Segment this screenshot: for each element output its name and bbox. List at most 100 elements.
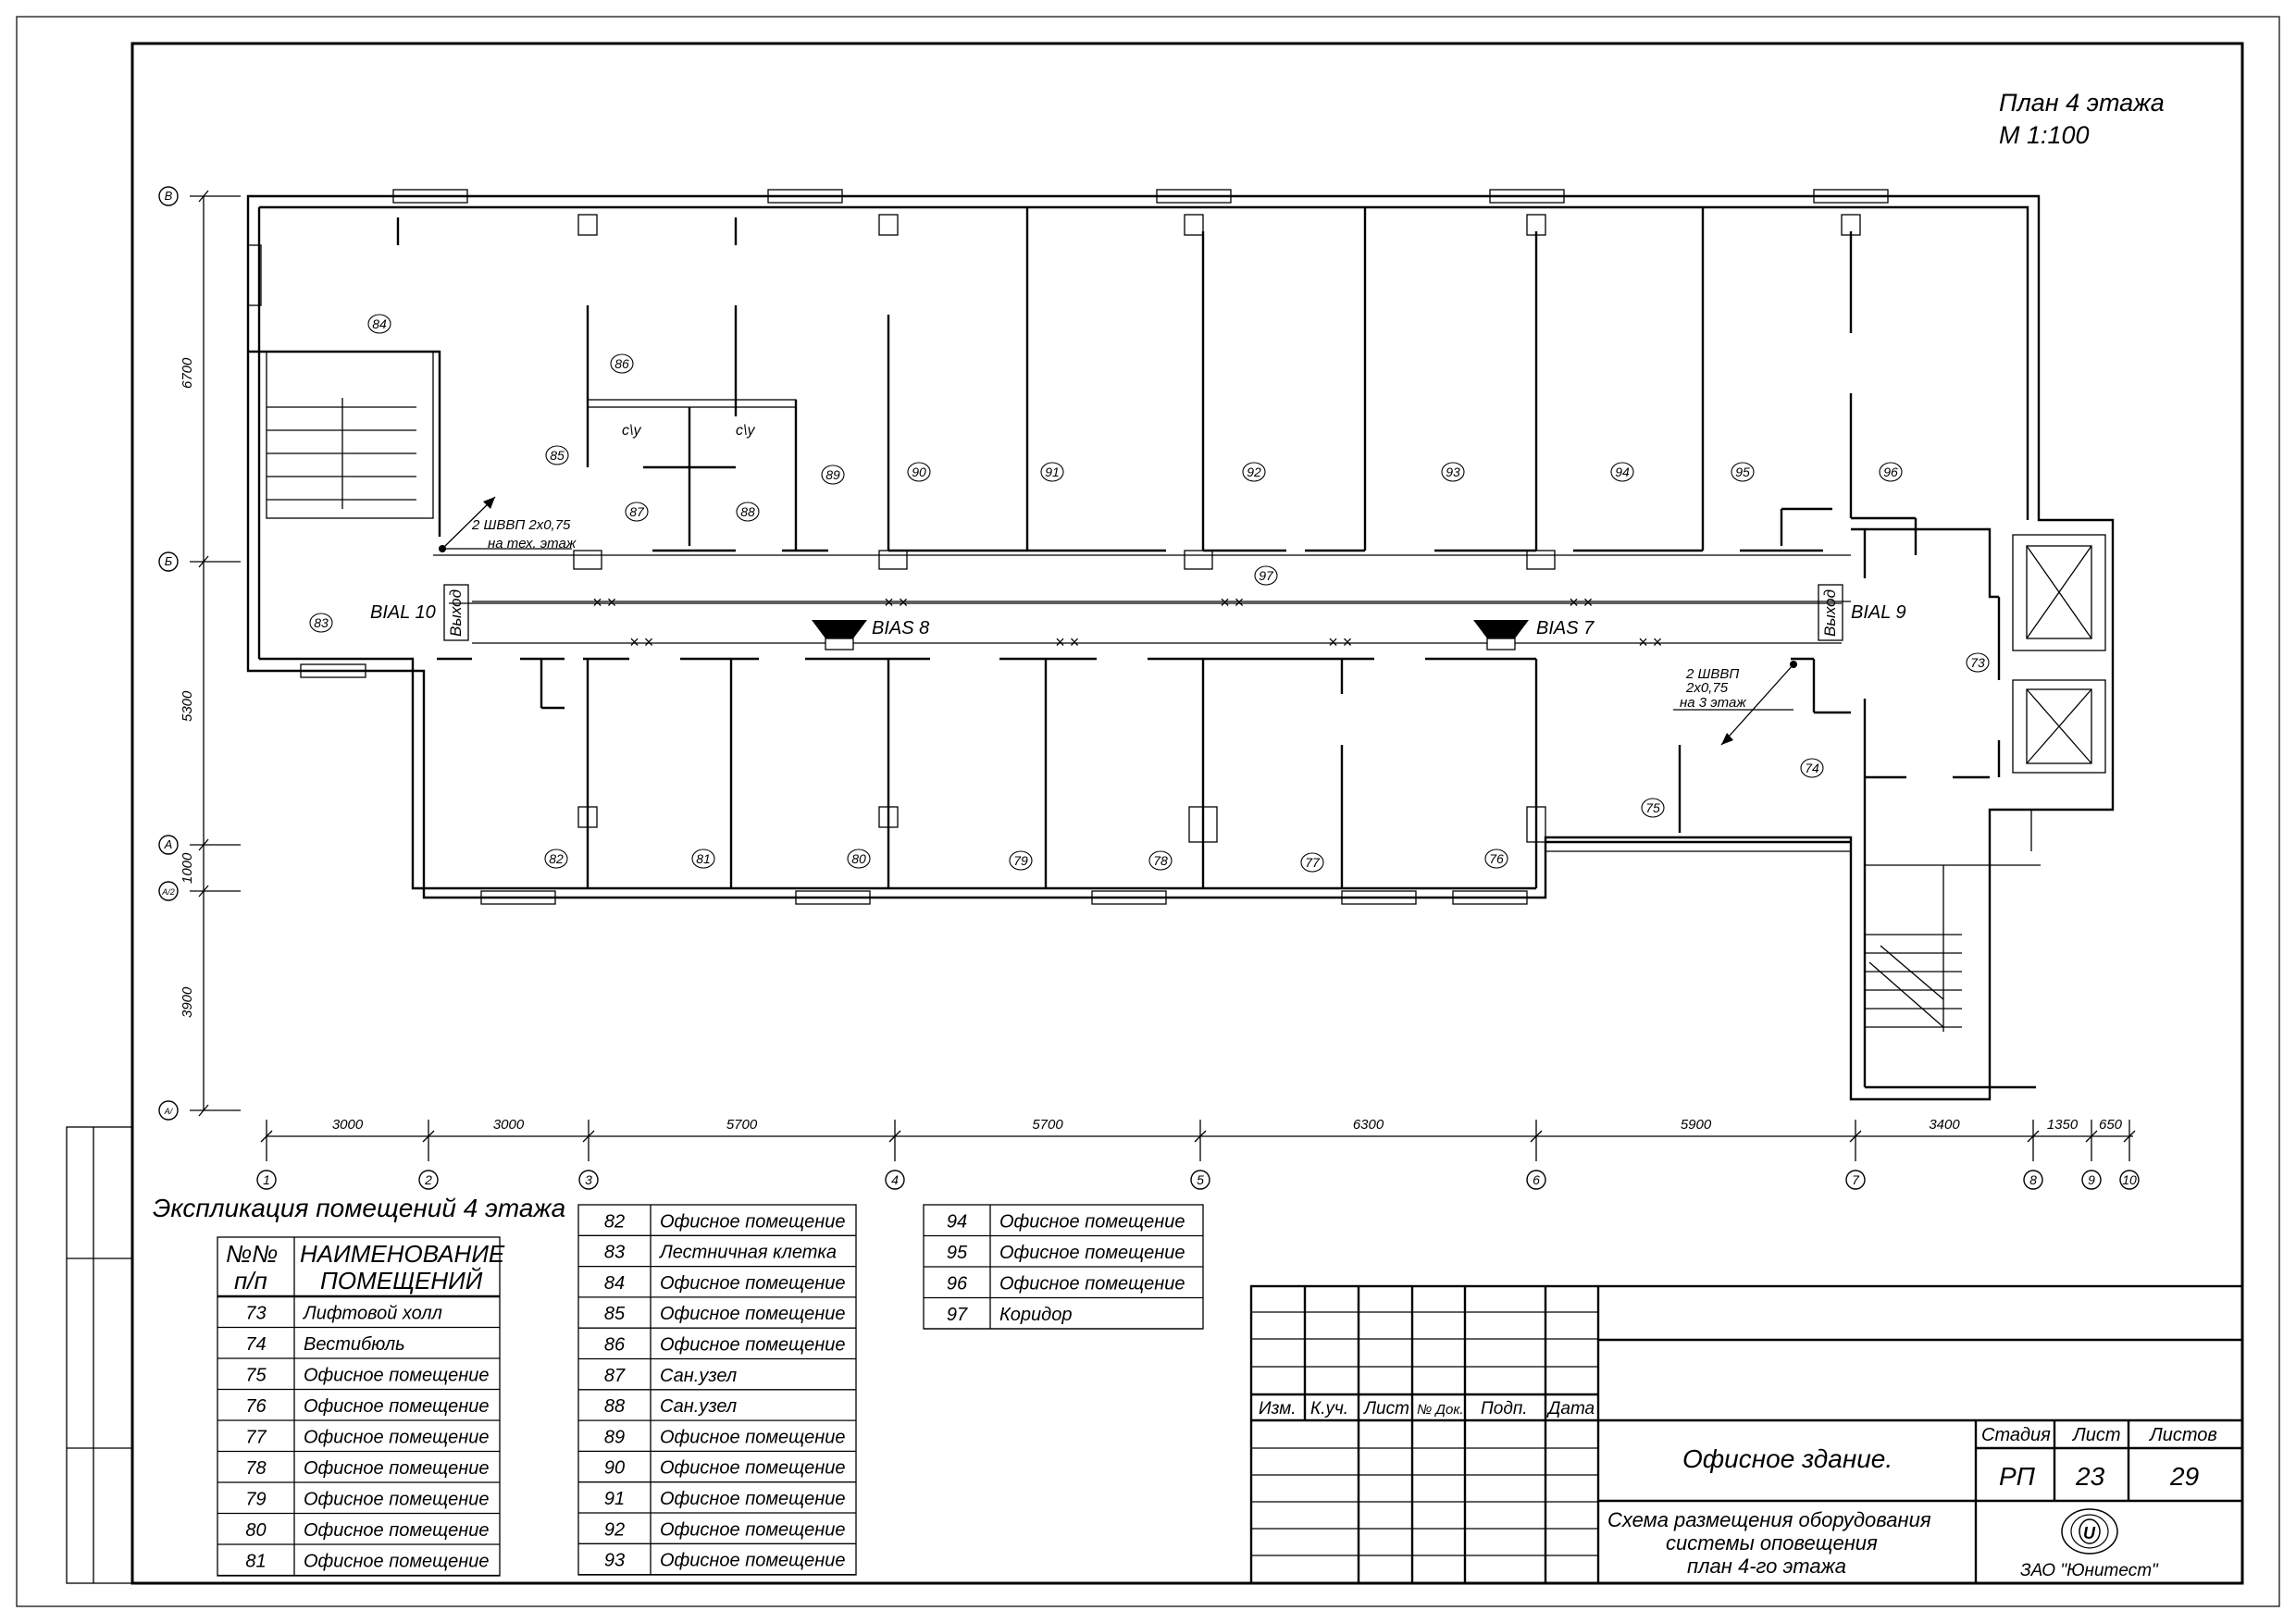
dim-h-8: 1350 bbox=[2047, 1117, 2079, 1133]
room-marker bbox=[691, 849, 715, 869]
exit-sign-bial9: Выход bbox=[1818, 584, 1843, 641]
stamp-h-podp: Подп. bbox=[1481, 1399, 1528, 1419]
stamp-stage: РП bbox=[1999, 1462, 2036, 1491]
room-number: 90 bbox=[912, 465, 926, 479]
hdr-name1: НАИМЕНОВАНИЕ bbox=[300, 1240, 505, 1268]
explication-name: Офисное помещение bbox=[660, 1519, 846, 1540]
room-marker bbox=[1040, 462, 1064, 482]
explication-num: 90 bbox=[604, 1458, 625, 1479]
room-marker bbox=[736, 502, 760, 522]
exit-label-right: Выход bbox=[1821, 589, 1839, 637]
stair-83 bbox=[248, 350, 441, 537]
explication-num: 96 bbox=[947, 1274, 968, 1295]
room-number: 92 bbox=[1247, 465, 1261, 479]
dim-v-2: 5300 bbox=[180, 690, 195, 722]
stamp-h-data: Дата bbox=[1546, 1399, 1595, 1419]
north-partitions bbox=[396, 207, 1917, 570]
svg-text:× ×: × × bbox=[1638, 633, 1662, 651]
axis-marker-col-2 bbox=[418, 1170, 439, 1190]
south-partitions bbox=[437, 657, 1851, 888]
room-marker bbox=[1148, 850, 1173, 871]
explication-num: 88 bbox=[604, 1396, 625, 1417]
room-marker bbox=[1800, 758, 1824, 778]
stair-74 bbox=[1865, 864, 2041, 1032]
room-number: 82 bbox=[549, 851, 564, 866]
axis-label-col-7: 7 bbox=[1852, 1172, 1860, 1187]
axis-label-col-10: 10 bbox=[2122, 1172, 2137, 1187]
axis-marker-col-3 bbox=[578, 1170, 599, 1190]
outer-border bbox=[16, 16, 2280, 1607]
axis-marker-row-a bbox=[158, 835, 179, 855]
axis-label-col-1: 1 bbox=[263, 1172, 270, 1187]
svg-text:× ×: × × bbox=[1220, 593, 1244, 612]
axis-label-col-8: 8 bbox=[2029, 1172, 2037, 1187]
room-number: 80 bbox=[851, 851, 866, 866]
explication-num: 97 bbox=[947, 1305, 968, 1325]
room-marker bbox=[309, 613, 333, 633]
explication-num: 89 bbox=[604, 1427, 625, 1447]
room-number: 81 bbox=[696, 851, 711, 866]
explication-num: 92 bbox=[604, 1519, 625, 1540]
explication-num: 95 bbox=[947, 1243, 968, 1263]
room-number: 95 bbox=[1735, 465, 1750, 479]
room-marker bbox=[1731, 462, 1755, 482]
axis-label-col-3: 3 bbox=[585, 1172, 592, 1187]
axis-marker-row-a1 bbox=[158, 1100, 179, 1121]
axis-label-row-a2: А/2 bbox=[161, 887, 175, 897]
axis-label-col-5: 5 bbox=[1197, 1172, 1204, 1187]
dim-h-9: 650 bbox=[2099, 1117, 2123, 1133]
axis-label-col-2: 2 bbox=[424, 1172, 432, 1187]
room-number: 94 bbox=[1615, 465, 1630, 479]
plan-scale: М 1:100 bbox=[1999, 121, 2090, 149]
room-number: 87 bbox=[629, 504, 645, 519]
explication-num: 94 bbox=[947, 1212, 967, 1233]
title-block bbox=[1249, 1284, 2244, 1585]
axis-marker-col-6 bbox=[1526, 1170, 1546, 1190]
dim-h-1: 3000 bbox=[332, 1117, 364, 1133]
room-number: 93 bbox=[1446, 465, 1460, 479]
hdr-num2: п/п bbox=[234, 1267, 267, 1295]
axis-marker-col-1 bbox=[256, 1170, 277, 1190]
room-number: 86 bbox=[614, 356, 629, 371]
dim-h-4: 5700 bbox=[1032, 1117, 1063, 1133]
explication-num: 86 bbox=[604, 1335, 626, 1356]
axis-label-col-6: 6 bbox=[1533, 1172, 1540, 1187]
room-marker bbox=[1966, 652, 1990, 673]
dim-h-5: 6300 bbox=[1353, 1117, 1384, 1133]
room-number: 74 bbox=[1805, 761, 1819, 775]
explication-name: Офисное помещение bbox=[304, 1490, 490, 1510]
speaker-icon bbox=[1473, 620, 1529, 650]
explication-name: Офисное помещение bbox=[660, 1304, 846, 1324]
explication-name: Офисное помещение bbox=[999, 1274, 1185, 1295]
axis-label-row-b: Б bbox=[165, 554, 173, 568]
explication-name: Офисное помещение bbox=[660, 1335, 846, 1356]
axis-marker-col-10 bbox=[2119, 1170, 2140, 1190]
toilet-label-88: с\у bbox=[736, 423, 755, 439]
explication-num: 84 bbox=[604, 1273, 625, 1294]
room-marker bbox=[1484, 849, 1508, 869]
stamp-drawing-1: Схема размещения оборудования bbox=[1607, 1508, 1931, 1531]
svg-text:× ×: × × bbox=[592, 593, 616, 612]
explication-name: Коридор bbox=[999, 1305, 1072, 1325]
explication-num: 80 bbox=[245, 1520, 266, 1541]
explication-num: 73 bbox=[245, 1304, 266, 1324]
explication-num: 77 bbox=[245, 1428, 267, 1448]
room-number: 89 bbox=[825, 467, 840, 482]
svg-text:× ×: × × bbox=[1055, 633, 1079, 651]
stamp-sheets: 29 bbox=[2169, 1462, 2199, 1491]
axis-marker-col-9 bbox=[2081, 1170, 2102, 1190]
svg-text:× ×: × × bbox=[629, 633, 653, 651]
explication-num: 79 bbox=[245, 1490, 266, 1510]
axis-marker-row-v bbox=[158, 186, 179, 206]
dim-v-4: 3900 bbox=[180, 986, 195, 1018]
cable-left-line1: 2 ШВВП 2х0,75 bbox=[471, 517, 571, 533]
room-marker bbox=[1441, 462, 1465, 482]
hdr-name2: ПОМЕЩЕНИЙ bbox=[320, 1267, 483, 1295]
room-marker bbox=[544, 849, 568, 869]
room-number: 76 bbox=[1489, 851, 1504, 866]
explication-num: 76 bbox=[245, 1396, 267, 1417]
cable-callout-left bbox=[439, 496, 572, 552]
explication-name: Офисное помещение bbox=[304, 1396, 490, 1417]
stamp-drawing-2: системы оповещения bbox=[1666, 1531, 1878, 1555]
room-number: 97 bbox=[1259, 568, 1274, 583]
